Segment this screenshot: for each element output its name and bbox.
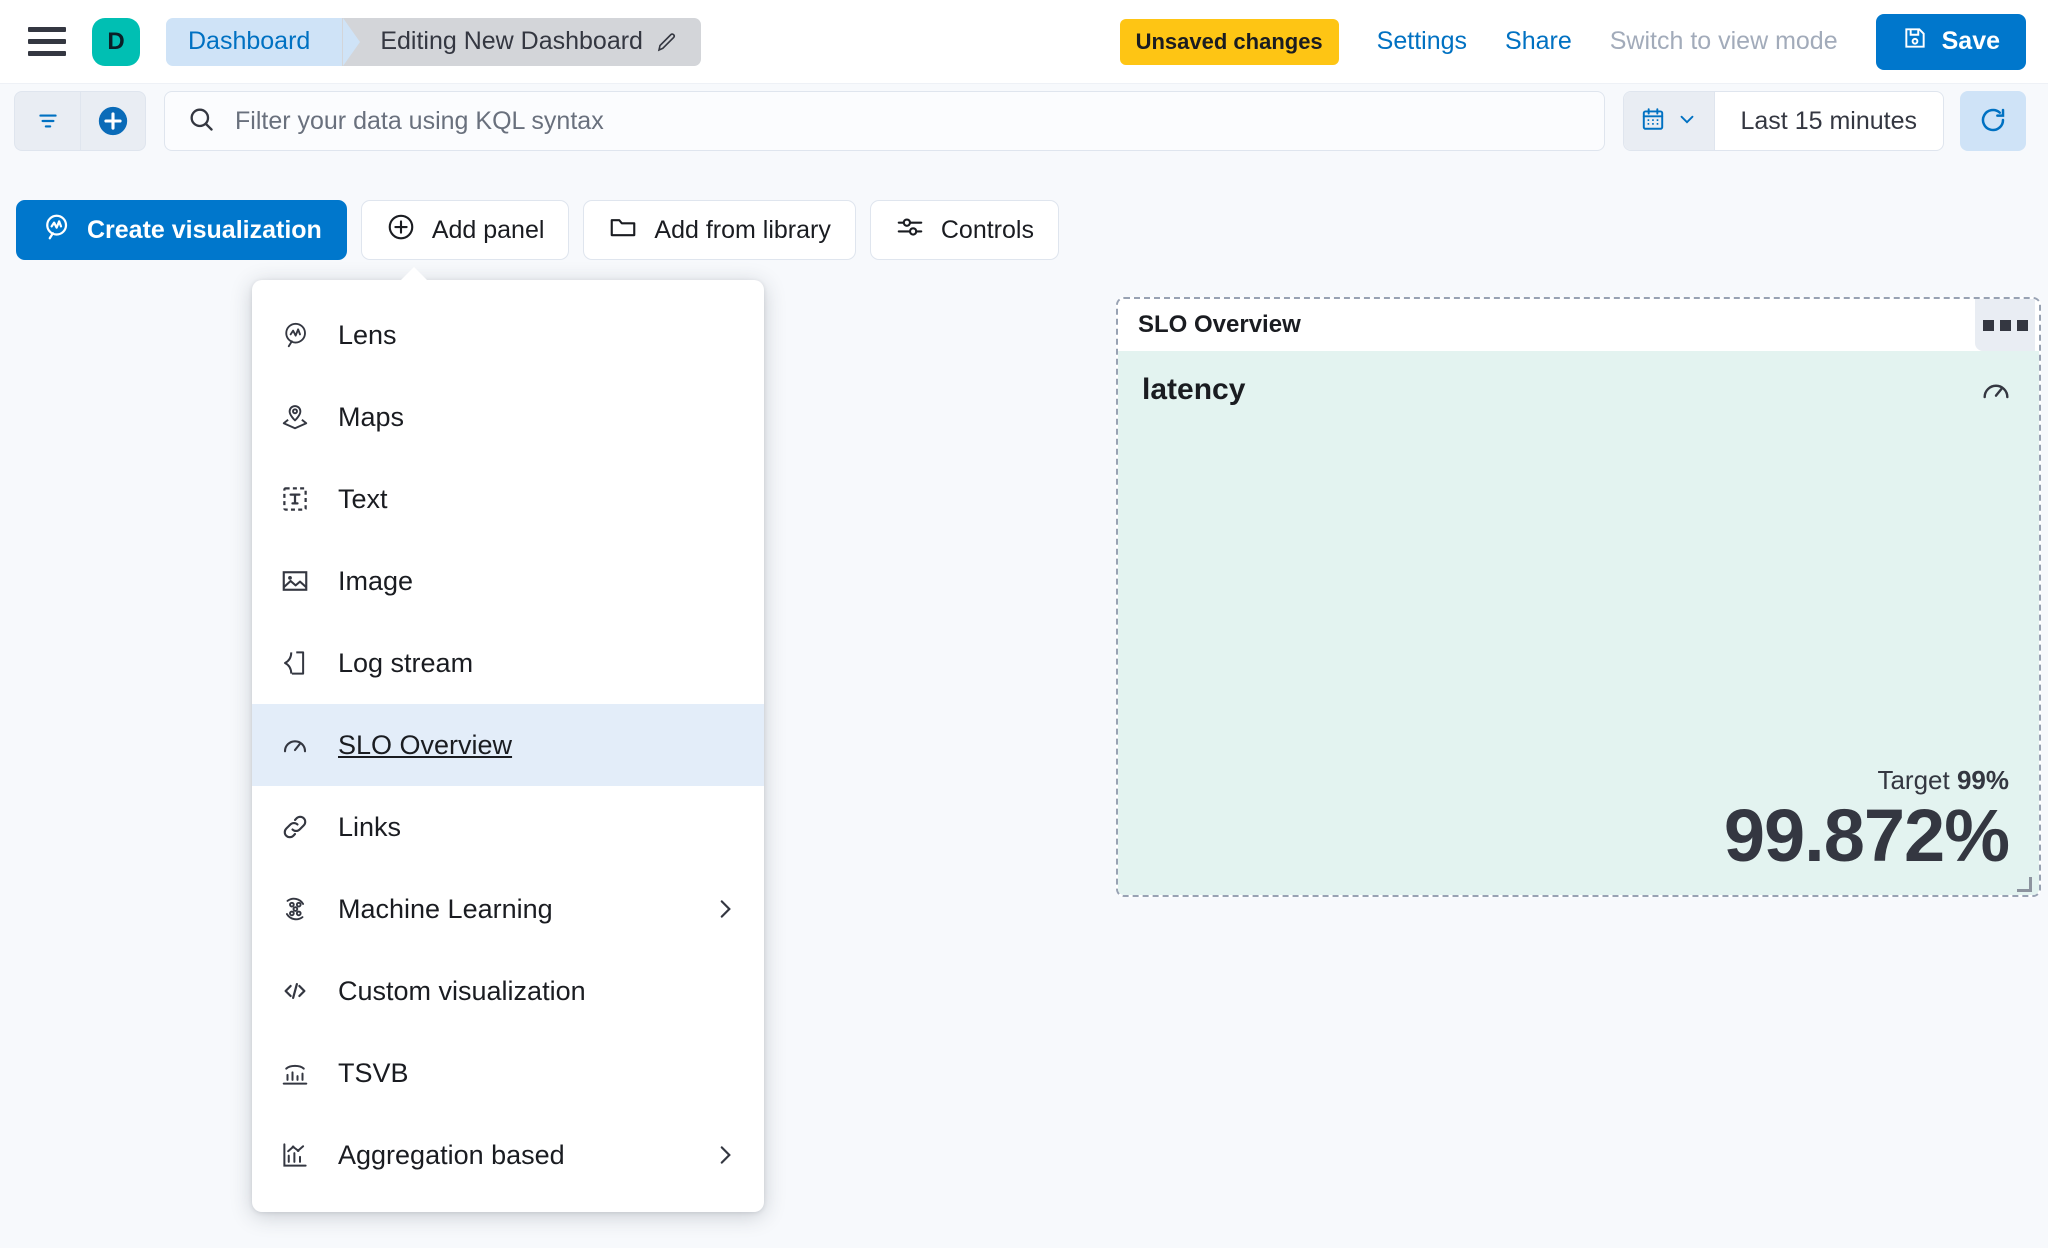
gauge-icon xyxy=(278,728,312,762)
menu-item-slo-overview[interactable]: SLO Overview xyxy=(252,704,764,786)
gauge-icon xyxy=(1979,373,2013,412)
slo-current-value: 99.872% xyxy=(1723,793,2010,877)
slo-target: Target 99% xyxy=(1142,765,2009,796)
breadcrumb: Dashboard Editing New Dashboard xyxy=(166,17,701,66)
filter-lines-icon[interactable] xyxy=(14,91,80,151)
breadcrumb-item-editing[interactable]: Editing New Dashboard xyxy=(342,17,701,66)
resize-handle-icon[interactable] xyxy=(2017,877,2032,892)
status-badge: Unsaved changes xyxy=(1119,18,1339,65)
panel-title: SLO Overview xyxy=(1138,311,1301,338)
breadcrumb-item-dashboard[interactable]: Dashboard xyxy=(166,17,361,66)
menu-item-machine-learning[interactable]: Machine Learning xyxy=(252,868,764,950)
machine-learning-icon xyxy=(278,892,312,926)
controls-label: Controls xyxy=(940,215,1034,244)
query-bar: Filter your data using KQL syntax Las xyxy=(0,84,2048,158)
controls-sliders-icon xyxy=(895,212,925,249)
menu-item-lens[interactable]: Lens xyxy=(252,294,764,376)
text-box-icon xyxy=(278,482,312,516)
refresh-button[interactable] xyxy=(1960,91,2026,151)
image-icon xyxy=(278,564,312,598)
slo-target-value: 99% xyxy=(1956,764,2009,795)
slo-overview-panel[interactable]: SLO Overview latency Target 99% 9 xyxy=(1116,297,2041,897)
add-from-library-button[interactable]: Add from library xyxy=(583,200,856,260)
search-placeholder: Filter your data using KQL syntax xyxy=(235,106,604,135)
hamburger-bar xyxy=(28,39,66,44)
add-from-library-label: Add from library xyxy=(654,215,831,244)
refresh-icon xyxy=(1978,105,2008,138)
panel-header: SLO Overview xyxy=(1118,299,2039,351)
menu-item-label: Aggregation based xyxy=(338,1139,565,1170)
menu-item-custom-visualization[interactable]: Custom visualization xyxy=(252,950,764,1032)
slo-name: latency xyxy=(1142,373,1246,406)
calendar-icon xyxy=(1640,106,1666,137)
maps-pin-icon xyxy=(278,400,312,434)
settings-link[interactable]: Settings xyxy=(1376,27,1468,55)
log-stream-icon xyxy=(278,646,312,680)
add-panel-menu: Lens Maps Text xyxy=(252,267,764,1212)
menu-item-maps[interactable]: Maps xyxy=(252,376,764,458)
hamburger-bar xyxy=(28,51,66,56)
switch-to-view-mode-link[interactable]: Switch to view mode xyxy=(1609,27,1838,55)
top-header: D Dashboard Editing New Dashboard Unsave… xyxy=(0,0,2048,84)
add-panel-label: Add panel xyxy=(431,215,545,244)
editor-toolbar: Create visualization Add panel Add from … xyxy=(16,200,1059,260)
folder-icon xyxy=(608,212,638,249)
menu-item-label: Text xyxy=(338,483,388,514)
add-panel-button[interactable]: Add panel xyxy=(360,200,570,260)
aggregation-chart-icon xyxy=(278,1138,312,1172)
save-disk-icon xyxy=(1902,25,1928,58)
menu-item-label: Machine Learning xyxy=(338,893,553,924)
menu-item-label: TSVB xyxy=(338,1057,409,1088)
menu-item-tsvb[interactable]: TSVB xyxy=(252,1032,764,1114)
menu-item-log-stream[interactable]: Log stream xyxy=(252,622,764,704)
panel-body: latency Target 99% 99.872% xyxy=(1118,351,2039,895)
tsvb-chart-icon xyxy=(278,1056,312,1090)
time-range-value[interactable]: Last 15 minutes xyxy=(1740,106,1918,135)
slo-metrics: Target 99% 99.872% xyxy=(1142,765,2010,877)
add-filter-button[interactable] xyxy=(80,91,146,151)
chevron-right-icon xyxy=(712,896,738,922)
date-quick-select-button[interactable] xyxy=(1623,92,1715,150)
ctx-dot xyxy=(1982,319,1994,331)
menu-item-label: Lens xyxy=(338,319,397,350)
breadcrumb-label: Editing New Dashboard xyxy=(380,27,643,55)
menu-item-image[interactable]: Image xyxy=(252,540,764,622)
menu-item-label: SLO Overview xyxy=(338,729,513,760)
ctx-dot xyxy=(2016,319,2028,331)
menu-item-label: Links xyxy=(338,811,402,842)
code-brackets-icon xyxy=(278,974,312,1008)
controls-button[interactable]: Controls xyxy=(869,200,1059,260)
menu-item-text[interactable]: Text xyxy=(252,458,764,540)
hamburger-menu-icon[interactable] xyxy=(28,20,72,64)
pencil-icon[interactable] xyxy=(655,30,679,54)
menu-item-label: Log stream xyxy=(338,647,474,678)
menu-item-label: Custom visualization xyxy=(338,975,586,1006)
avatar[interactable]: D xyxy=(92,17,140,66)
menu-item-aggregation-based[interactable]: Aggregation based xyxy=(252,1114,764,1196)
hamburger-bar xyxy=(28,27,66,32)
search-input[interactable]: Filter your data using KQL syntax xyxy=(164,91,1605,151)
link-icon xyxy=(278,810,312,844)
menu-item-label: Maps xyxy=(338,401,405,432)
create-visualization-button[interactable]: Create visualization xyxy=(16,200,347,260)
lens-icon xyxy=(278,318,312,352)
chevron-down-icon xyxy=(1676,108,1698,135)
ctx-dot xyxy=(1999,319,2011,331)
create-visualization-label: Create visualization xyxy=(87,215,322,244)
date-picker: Last 15 minutes xyxy=(1622,91,1944,151)
panel-context-menu-icon[interactable] xyxy=(1975,299,2035,351)
share-link[interactable]: Share xyxy=(1505,27,1572,55)
menu-item-links[interactable]: Links xyxy=(252,786,764,868)
filter-button-group xyxy=(14,91,146,151)
slo-target-label: Target xyxy=(1877,764,1950,795)
breadcrumb-label: Dashboard xyxy=(188,27,311,55)
menu-item-label: Image xyxy=(338,565,414,596)
lens-icon xyxy=(41,212,71,249)
chevron-right-icon xyxy=(712,1142,738,1168)
search-icon xyxy=(187,105,215,138)
plus-circle-icon xyxy=(386,212,416,249)
save-button[interactable]: Save xyxy=(1875,13,2026,70)
save-button-label: Save xyxy=(1941,27,2000,55)
